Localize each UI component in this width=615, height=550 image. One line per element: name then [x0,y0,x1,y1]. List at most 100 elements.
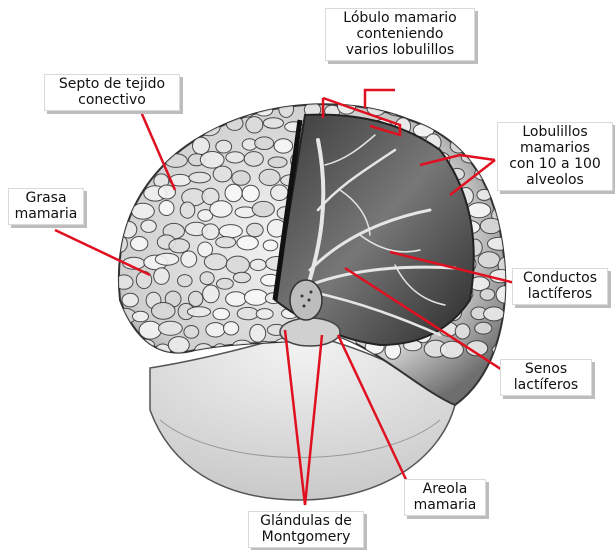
fat-lobule [271,185,288,201]
fat-lobule [203,285,220,303]
fat-lobule [263,240,278,251]
fat-lobule [219,225,242,238]
fat-lobule [131,237,148,251]
fat-lobule [152,303,176,320]
fat-lobule [465,105,486,117]
fat-lobule [263,118,283,129]
fat-lobule [119,221,136,238]
fat-lobule [202,224,219,240]
fat-lobule [450,138,467,153]
label-conductos: Conductos lactíferos [512,268,608,305]
fat-lobule [158,121,179,136]
fat-lobule [475,322,492,334]
fat-lobule [138,149,156,166]
fat-lobule [250,324,266,342]
fat-lobule [488,237,512,250]
fat-lobule [116,139,131,152]
fat-lobule [112,235,127,252]
fat-lobule [200,272,214,285]
fat-lobule [182,125,198,135]
fat-lobule [178,275,193,287]
fat-lobule [189,98,212,116]
fat-lobule [130,173,147,188]
fat-lobule [174,135,192,146]
fat-lobule [115,275,133,289]
fat-lobule [244,290,267,306]
fat-lobule [123,119,146,134]
fat-lobule [224,322,239,335]
fat-lobule [500,326,524,340]
fat-lobule [237,307,258,319]
fat-lobule [387,104,405,116]
fat-lobule [259,169,280,185]
fat-lobule [496,286,513,303]
fat-lobule [213,166,232,182]
nipple [290,280,322,320]
fat-lobule [501,222,522,239]
fat-lobule [204,254,227,270]
fat-lobule [141,220,156,232]
fat-lobule [240,99,256,117]
fat-lobule [480,289,495,301]
fat-lobule [139,321,161,339]
fat-lobule [226,292,247,307]
fat-lobule [206,323,225,337]
fat-lobule [133,339,154,350]
fat-lobule [448,100,465,113]
fat-lobule [217,278,234,289]
fat-lobule [244,152,263,167]
fat-lobule [122,293,138,307]
fat-lobule [439,119,458,135]
fat-lobule [252,201,274,216]
fat-lobule [189,172,211,183]
fat-lobule [213,308,230,320]
fat-lobule [123,154,142,169]
fat-lobule [225,184,242,201]
fat-lobule [474,116,498,130]
fat-lobule [159,201,174,216]
fat-lobule [155,253,178,265]
fat-lobule [478,252,500,268]
fat-lobule [250,259,266,270]
fat-lobule [484,307,505,321]
fat-lobule [477,189,492,200]
fat-lobule [233,272,250,282]
fat-lobule [279,100,294,117]
label-senos: Senos lactíferos [500,359,592,396]
fat-lobule [255,137,274,150]
fat-lobule [184,326,199,339]
fat-lobule [169,239,190,253]
fat-lobule [159,321,183,335]
fat-lobule [216,237,236,248]
fat-lobule [133,311,149,322]
fat-lobule [242,185,259,202]
fat-lobule [467,203,490,218]
fat-lobule [119,327,134,340]
fat-lobule [458,120,482,135]
fat-lobule [216,140,232,153]
fat-lobule [247,223,264,237]
fat-lobule [180,202,195,218]
fat-lobule [168,337,189,354]
fat-lobule [115,171,133,187]
fat-lobule [138,138,154,153]
label-lobulo-mamario: Lóbulo mamario conteniendo varios lobuli… [325,8,475,61]
label-areola: Areola mamaria [404,479,486,516]
fat-lobule [120,183,140,199]
fat-lobule [181,251,197,267]
fat-lobule [469,141,489,154]
fat-lobule [132,203,155,219]
label-lobulillos: Lobulillos mamarios con 10 a 100 alveolo… [497,122,613,191]
fat-lobule [187,307,210,317]
label-grasa: Grasa mamaria [8,188,84,225]
fat-lobule [256,309,273,320]
areola [280,318,340,346]
fat-lobule [108,205,128,221]
fat-lobule [210,201,232,217]
label-septo: Septo de tejido conectivo [44,74,180,111]
fat-lobule [226,256,249,274]
fat-lobule [428,105,451,121]
fat-lobule [246,117,263,133]
label-glandulas: Glándulas de Montgomery [248,511,364,548]
fat-lobule [189,291,203,306]
